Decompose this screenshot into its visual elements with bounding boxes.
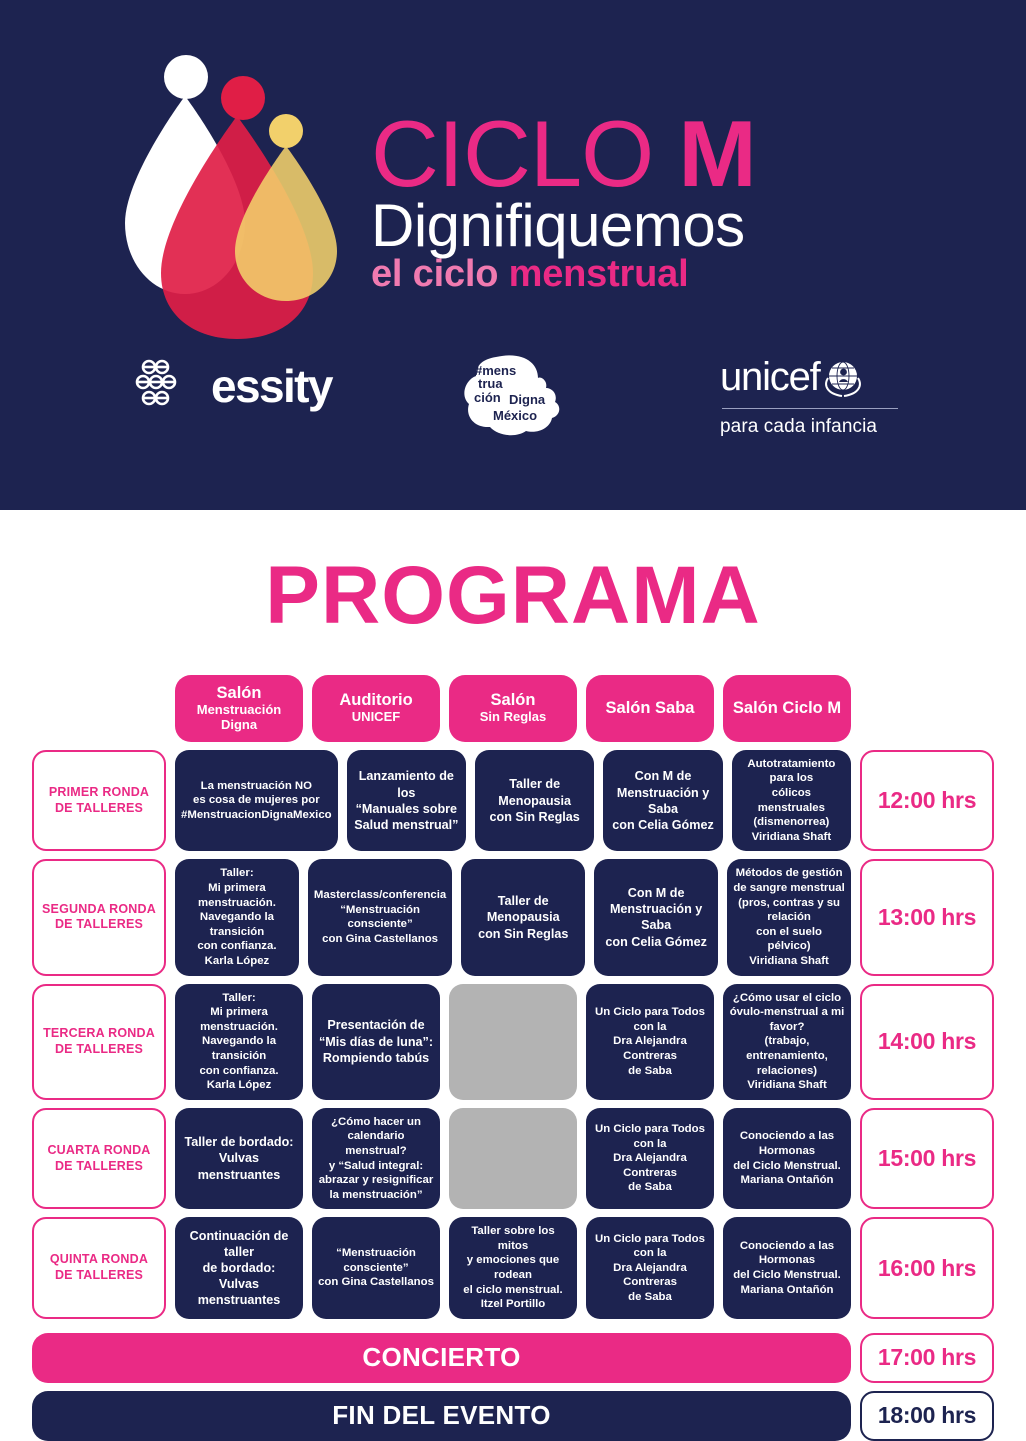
sponsor-menstruacion-digna: #mens trua ción Digna México bbox=[462, 354, 574, 438]
unicef-top-row: unicef bbox=[720, 356, 864, 398]
wordmark-line-1: CICLO M bbox=[371, 107, 911, 201]
unicef-wordmark: unicef bbox=[720, 355, 821, 399]
wordmark-menstrual: menstrual bbox=[508, 252, 689, 295]
session-cell-r1-c0[interactable]: Taller:Mi primera menstruación.Navegando… bbox=[175, 859, 299, 976]
banner-label-0[interactable]: CONCIERTO bbox=[32, 1332, 851, 1383]
menstruacion-digna-mexico-logo-icon: #mens trua ción Digna México bbox=[462, 354, 574, 438]
header-spacer-right bbox=[860, 675, 994, 742]
column-header-subtitle: Sin Reglas bbox=[479, 709, 547, 725]
column-header-title: Salón bbox=[490, 691, 536, 710]
session-cell-r2-c1[interactable]: Presentación de“Mis días de luna”:Rompie… bbox=[312, 983, 440, 1100]
column-header-title: Auditorio bbox=[339, 691, 413, 710]
session-cell-r2-c0[interactable]: Taller:Mi primera menstruación.Navegando… bbox=[175, 983, 303, 1100]
column-header-3[interactable]: Salón Saba bbox=[586, 675, 714, 742]
page-title: PROGRAMA bbox=[265, 550, 761, 641]
session-cell-r3-c0[interactable]: Taller de bordado:Vulvas menstruantes bbox=[175, 1107, 303, 1210]
wordmark-m: M bbox=[678, 101, 756, 207]
poster-header: CICLO M Dignifiquemos el ciclo menstrual bbox=[0, 0, 1026, 510]
time-badge-1: 13:00 hrs bbox=[860, 859, 995, 976]
sponsor-logo-row: essity #mens trua ción Digna México un bbox=[0, 352, 1026, 462]
svg-text:Digna: Digna bbox=[509, 392, 546, 407]
session-cell-r3-c2 bbox=[449, 1107, 577, 1210]
session-cell-r1-c1[interactable]: Masterclass/conferencia“Menstruación con… bbox=[307, 859, 453, 976]
essity-wordmark: essity bbox=[211, 360, 333, 412]
unicef-divider bbox=[722, 408, 898, 409]
wordmark-line-3: el ciclo menstrual bbox=[371, 252, 911, 295]
session-cell-r2-c2 bbox=[449, 983, 577, 1100]
brand-row: CICLO M Dignifiquemos el ciclo menstrual bbox=[0, 46, 1026, 346]
svg-text:México: México bbox=[493, 408, 537, 423]
time-badge-2: 14:00 hrs bbox=[860, 983, 994, 1100]
column-header-title: Salón Saba bbox=[605, 698, 695, 717]
sponsor-unicef: unicef bbox=[720, 356, 898, 438]
svg-text:trua: trua bbox=[478, 376, 503, 391]
wordmark-ciclo: CICLO bbox=[371, 101, 679, 207]
column-header-subtitle: UNICEF bbox=[351, 709, 401, 725]
time-badge-0: 12:00 hrs bbox=[860, 749, 995, 852]
session-cell-r4-c1[interactable]: “Menstruación consciente”con Gina Castel… bbox=[312, 1217, 440, 1319]
column-header-title: Salón Ciclo M bbox=[732, 698, 842, 717]
sponsor-essity: essity bbox=[135, 358, 333, 414]
column-header-subtitle: Menstruación Digna bbox=[196, 701, 282, 732]
header-spacer-left bbox=[32, 675, 166, 742]
wordmark: CICLO M Dignifiquemos el ciclo menstrual bbox=[371, 97, 911, 294]
droplet-trio-icon bbox=[115, 51, 365, 341]
unicef-emblem-icon bbox=[822, 356, 864, 398]
wordmark-el-ciclo: el ciclo bbox=[371, 252, 509, 295]
banner-time-1: 18:00 hrs bbox=[860, 1390, 994, 1441]
banner-time-0: 17:00 hrs bbox=[860, 1332, 994, 1383]
column-header-4[interactable]: Salón Ciclo M bbox=[723, 675, 851, 742]
wordmark-line-2: Dignifiquemos bbox=[371, 191, 745, 259]
banner-label-1[interactable]: FIN DEL EVENTO bbox=[32, 1390, 851, 1441]
essity-logo-icon bbox=[135, 358, 197, 414]
time-badge-3: 15:00 hrs bbox=[860, 1107, 994, 1210]
svg-text:ción: ción bbox=[474, 390, 501, 405]
column-header-title: Salón bbox=[216, 684, 262, 702]
time-badge-4: 16:00 hrs bbox=[860, 1217, 994, 1319]
svg-text:#mens: #mens bbox=[475, 363, 516, 378]
unicef-tagline: para cada infancia bbox=[720, 416, 878, 437]
